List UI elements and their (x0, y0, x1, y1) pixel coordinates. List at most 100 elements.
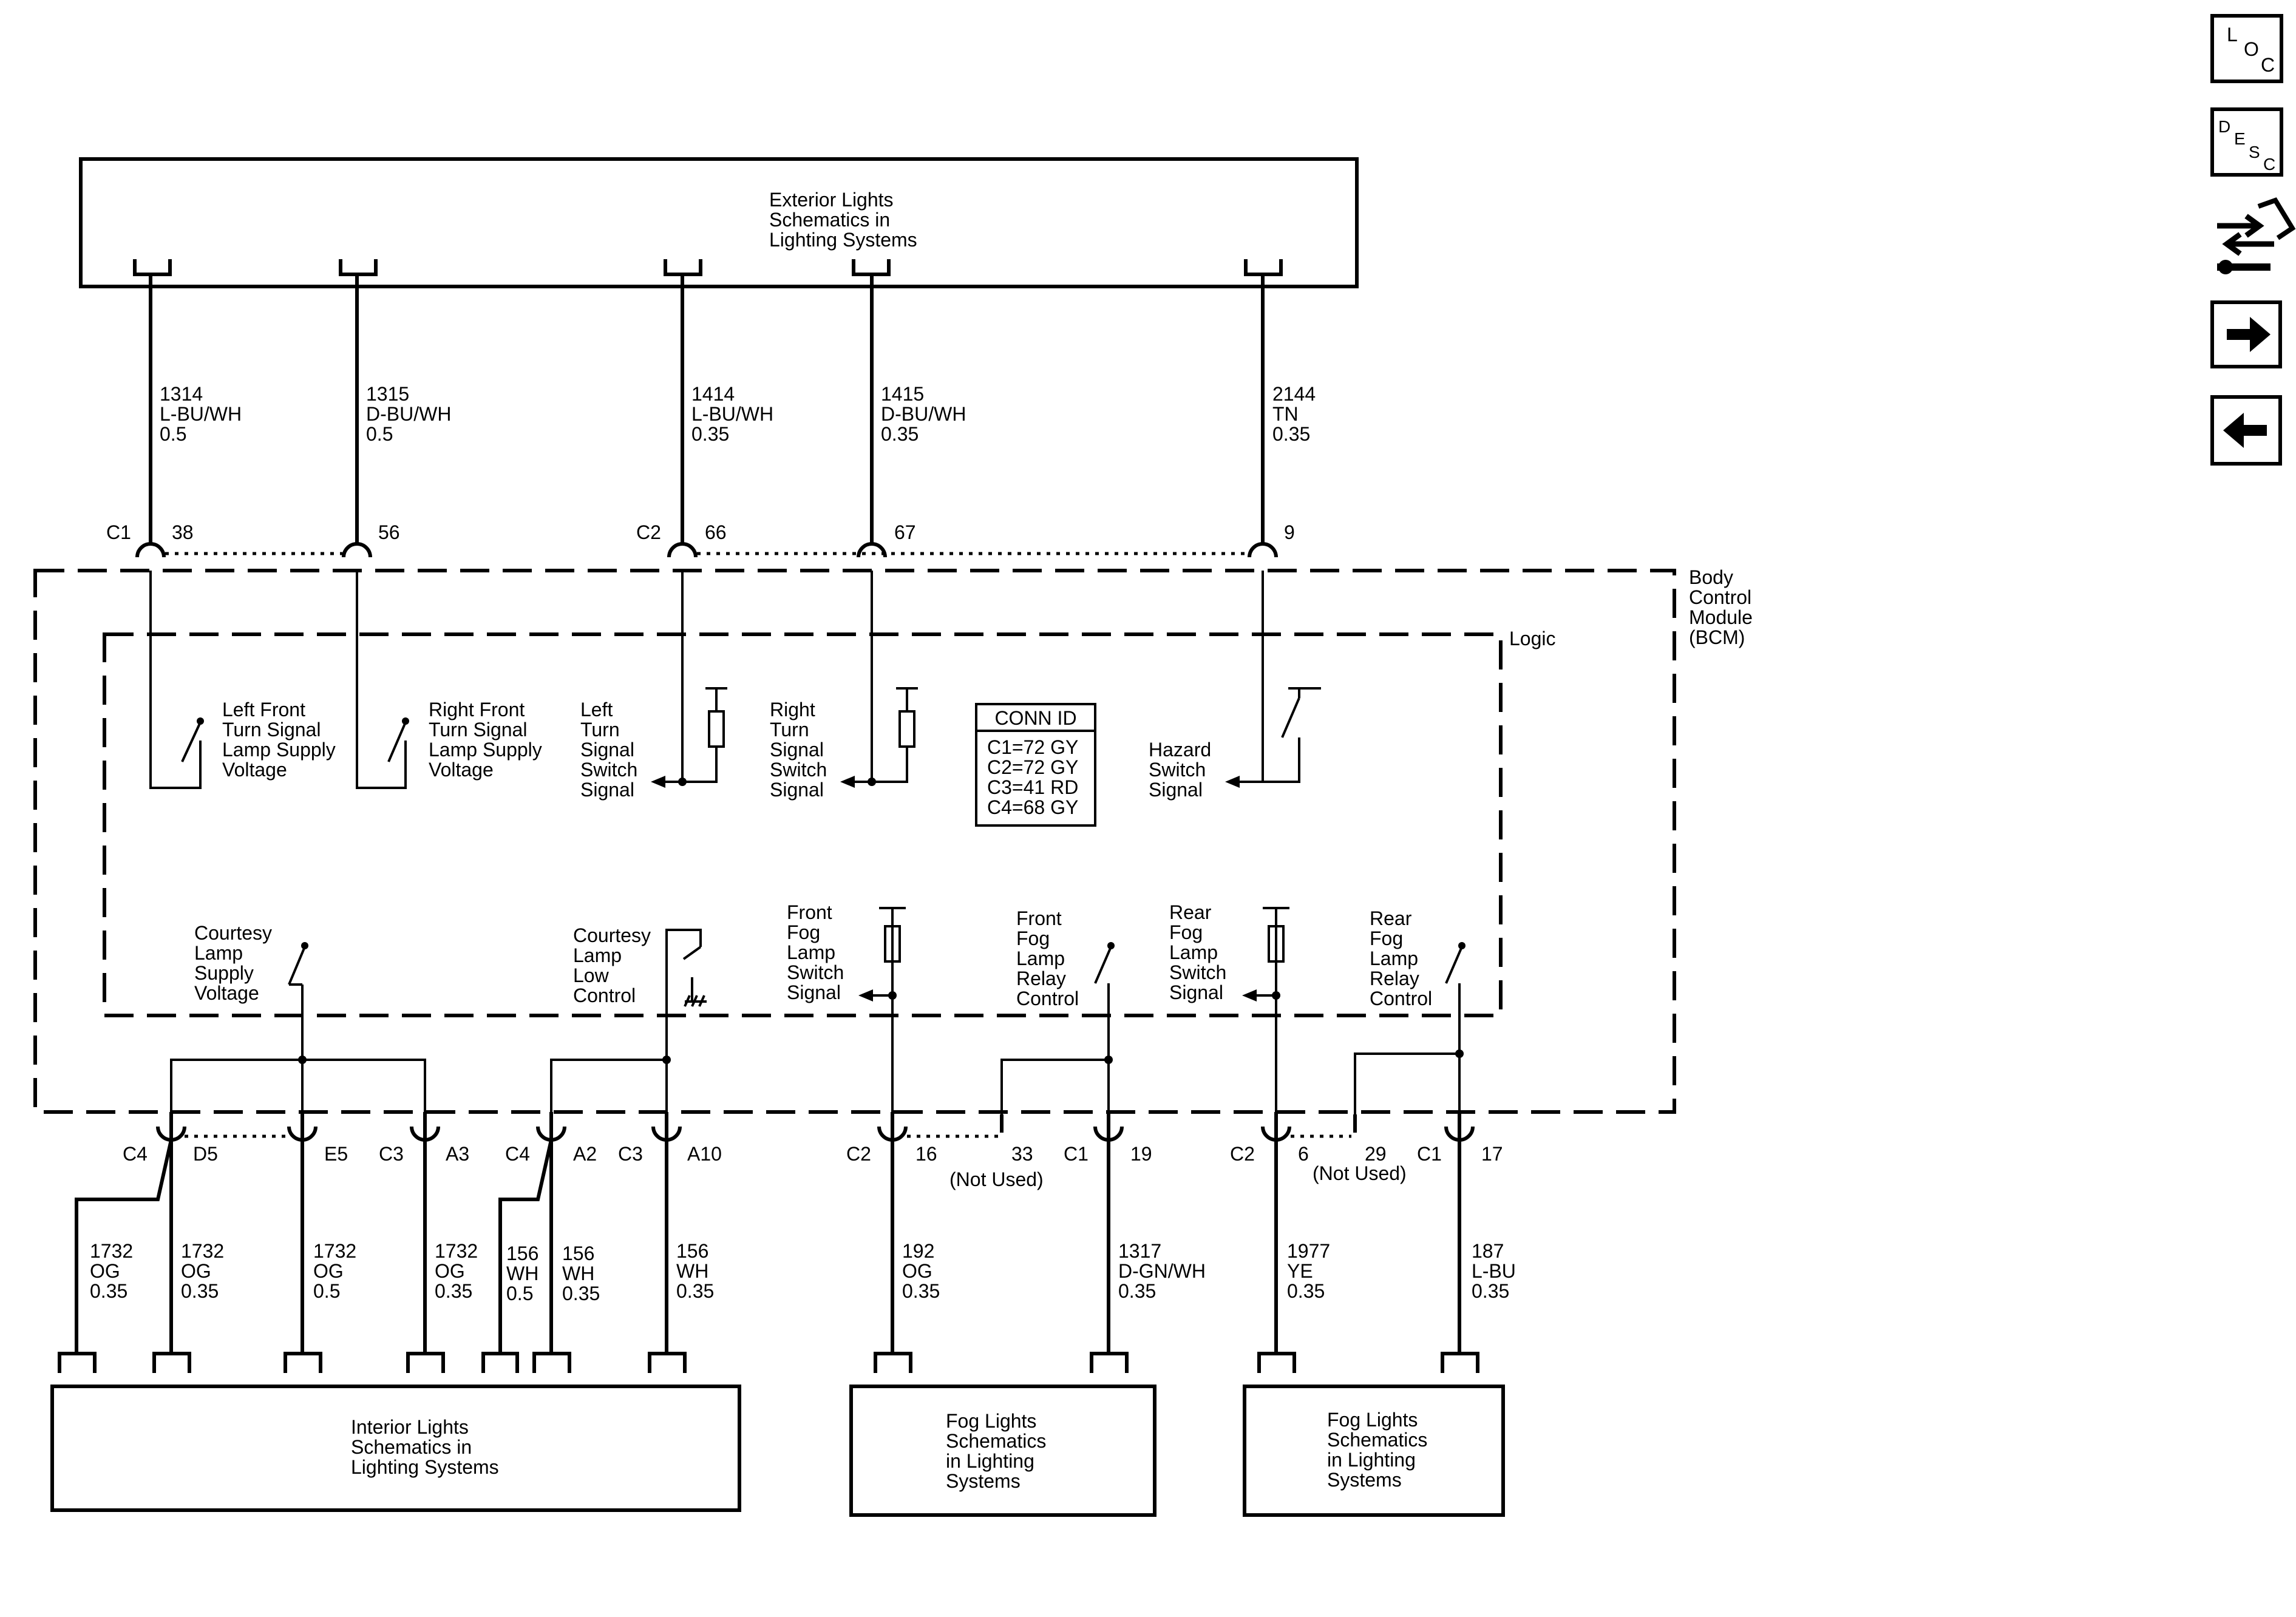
svg-text:Module: Module (1689, 606, 1753, 628)
front-fog-relay-bus (1000, 1059, 1110, 1117)
svg-text:Signal: Signal (580, 779, 634, 801)
lower-internal-circuits (170, 907, 1466, 1117)
svg-text:192: 192 (902, 1240, 934, 1262)
svg-text:0.35: 0.35 (1472, 1280, 1509, 1302)
svg-text:Voltage: Voltage (222, 759, 287, 781)
svg-text:Lamp: Lamp (194, 942, 243, 964)
wire-2144-size: 0.35 (1272, 423, 1310, 445)
svg-text:OG: OG (902, 1260, 932, 1282)
upper-function-labels: Left Front Turn Signal Lamp Supply Volta… (222, 699, 1211, 801)
connector-repair-icon[interactable] (2217, 197, 2296, 274)
svg-text:OG: OG (90, 1260, 120, 1282)
svg-text:Lighting Systems: Lighting Systems (351, 1456, 499, 1478)
desc-icon[interactable]: D E S C (2210, 107, 2283, 177)
svg-text:OG: OG (313, 1260, 344, 1282)
bcm-label: Body Control Module (BCM) (1689, 566, 1753, 648)
svg-text:Switch: Switch (1149, 759, 1206, 781)
rear-fog-lights-box[interactable]: Fog Lights Schematics in Lighting System… (1243, 1385, 1505, 1517)
right-turn-resistor (898, 710, 915, 748)
conn-id-table: CONN ID C1=72 GY C2=72 GY C3=41 RD C4=68… (975, 703, 1096, 827)
conn-id-row-c2: C2=72 GY (987, 756, 1078, 778)
svg-text:in Lighting: in Lighting (946, 1450, 1034, 1472)
wire-1732-branch-a (75, 1139, 173, 1354)
svg-text:1732: 1732 (435, 1240, 478, 1262)
rf-turn-supply-path (356, 571, 407, 789)
exterior-box-line-3: Lighting Systems (769, 229, 917, 251)
front-fog-lights-box[interactable]: Fog Lights Schematics in Lighting System… (849, 1385, 1156, 1517)
wire-1415-color: D-BU/WH (881, 403, 966, 425)
svg-text:Control: Control (1689, 586, 1751, 608)
svg-text:OG: OG (181, 1260, 211, 1282)
courtesy-low-control-path (665, 929, 702, 1117)
svg-text:Right Front: Right Front (429, 699, 525, 720)
svg-text:Signal: Signal (770, 739, 824, 761)
wire-156-branch-a (498, 1139, 553, 1354)
courtesy-supply-bus (170, 1059, 426, 1117)
top-connector-pins (135, 542, 1278, 558)
svg-text:Lamp: Lamp (1016, 947, 1065, 969)
svg-text:Front: Front (1016, 907, 1062, 929)
svg-text:0.35: 0.35 (562, 1283, 600, 1304)
svg-text:E: E (2234, 129, 2246, 148)
wire-1414-circuit: 1414 (691, 383, 735, 405)
svg-text:C3: C3 (618, 1143, 643, 1165)
svg-text:OG: OG (435, 1260, 465, 1282)
svg-text:WH: WH (506, 1263, 538, 1284)
svg-text:Lamp: Lamp (573, 944, 622, 966)
conn-label-c2: C2 (636, 521, 661, 543)
svg-text:1732: 1732 (313, 1240, 356, 1262)
svg-text:33: 33 (1011, 1143, 1033, 1165)
wire-1315-color: D-BU/WH (366, 403, 451, 425)
next-page-arrow-icon[interactable] (2210, 300, 2282, 368)
svg-text:Signal: Signal (1149, 779, 1203, 801)
svg-text:0.35: 0.35 (435, 1280, 472, 1302)
svg-text:Lamp: Lamp (787, 941, 835, 963)
svg-text:Body: Body (1689, 566, 1733, 588)
wire-2144-color: TN (1272, 403, 1299, 425)
svg-text:0.35: 0.35 (90, 1280, 127, 1302)
terminal-1414 (664, 259, 702, 276)
exterior-lights-box[interactable]: Exterior Lights Schematics in Lighting S… (79, 157, 1359, 288)
pin-label-38: 38 (172, 521, 194, 543)
terminal-2144 (1244, 259, 1283, 276)
svg-text:Systems: Systems (946, 1470, 1021, 1492)
bottom-wire-labels: 1732 OG 0.35 1732 OG 0.35 1732 OG 0.5 17… (90, 1240, 1516, 1304)
svg-text:156: 156 (676, 1240, 708, 1262)
svg-text:Relay: Relay (1370, 968, 1419, 989)
previous-page-arrow-icon[interactable] (2210, 395, 2282, 466)
exterior-box-line-2: Schematics in (769, 209, 890, 231)
svg-text:C4: C4 (123, 1143, 148, 1165)
pin-label-9: 9 (1284, 521, 1295, 543)
pin-label-56: 56 (378, 521, 400, 543)
svg-text:(BCM): (BCM) (1689, 626, 1745, 648)
svg-text:Courtesy: Courtesy (194, 922, 272, 944)
svg-text:Courtesy: Courtesy (573, 924, 651, 946)
terminal-1314 (133, 259, 172, 276)
svg-text:Schematics: Schematics (946, 1430, 1046, 1452)
pin-arc-67 (857, 542, 887, 558)
svg-text:Voltage: Voltage (194, 982, 259, 1004)
svg-text:Fog: Fog (787, 921, 820, 943)
svg-text:Relay: Relay (1016, 968, 1066, 989)
svg-text:29: 29 (1365, 1143, 1387, 1165)
svg-text:C2: C2 (1230, 1143, 1255, 1165)
svg-text:Fog: Fog (1169, 921, 1203, 943)
svg-text:Interior Lights: Interior Lights (351, 1416, 469, 1438)
wire-1414-size: 0.35 (691, 423, 729, 445)
svg-text:Switch: Switch (580, 759, 637, 781)
svg-text:C1: C1 (1417, 1143, 1442, 1165)
svg-text:Signal: Signal (1169, 981, 1223, 1003)
svg-text:C: C (2261, 54, 2275, 76)
interior-lights-box[interactable]: Interior Lights Schematics in Lighting S… (50, 1385, 741, 1512)
svg-text:Low: Low (573, 964, 610, 986)
svg-text:Fog Lights: Fog Lights (1327, 1409, 1418, 1431)
logic-label: Logic (1509, 628, 1556, 649)
svg-text:1317: 1317 (1118, 1240, 1161, 1262)
hazard-arrow (1225, 776, 1240, 788)
pin-arc-9 (1248, 542, 1278, 558)
terminal-1315 (339, 259, 378, 276)
lower-function-labels: Courtesy Lamp Supply Voltage Courtesy La… (194, 901, 1432, 1009)
loc-icon[interactable]: L O C (2210, 14, 2283, 83)
logic-boundary (103, 632, 1503, 1017)
pin-label-66: 66 (705, 521, 727, 543)
